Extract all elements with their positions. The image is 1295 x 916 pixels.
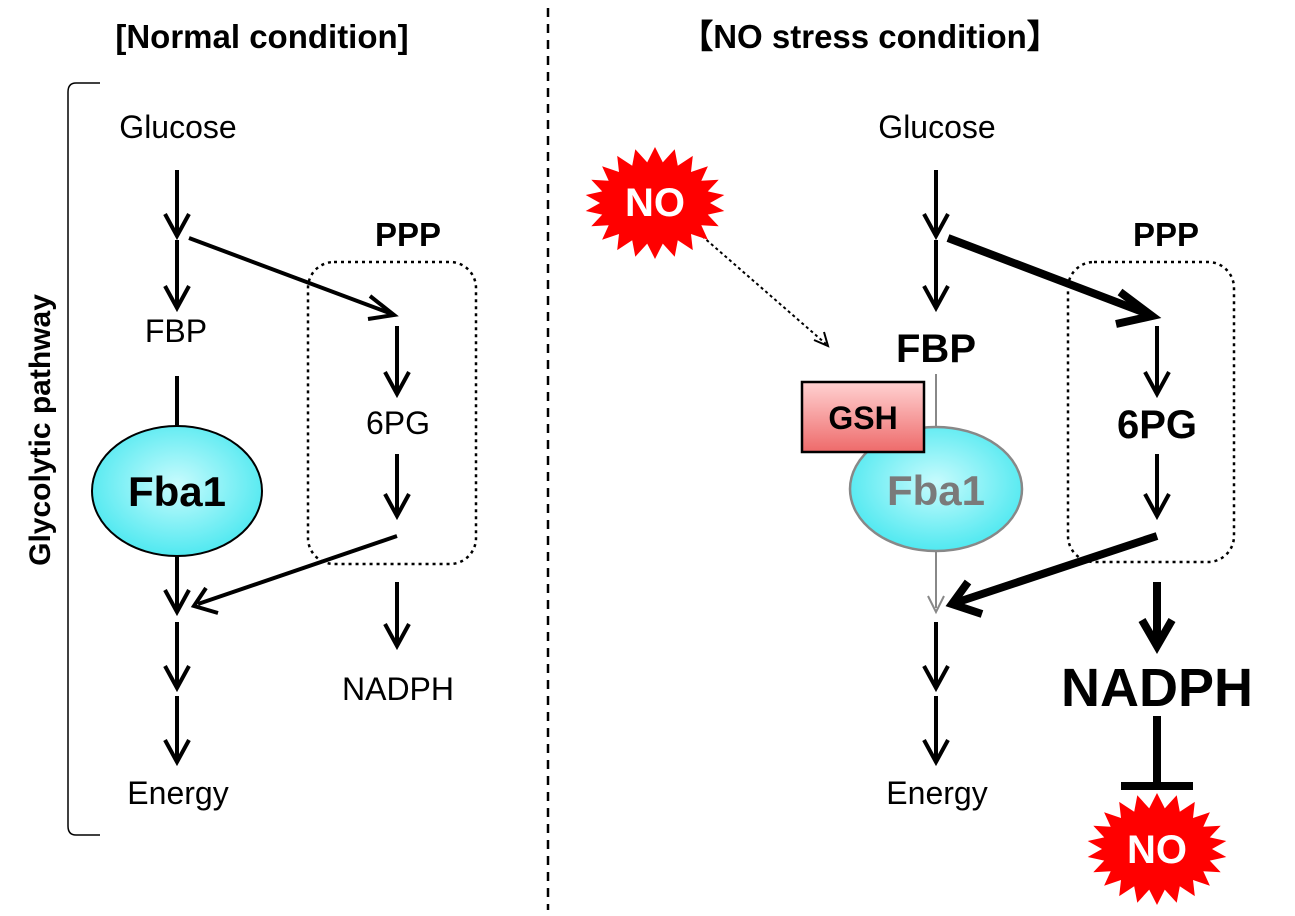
gsh-box <box>800 380 926 454</box>
left-fbp-label: FBP <box>145 313 207 349</box>
left-fba1-label: Fba1 <box>128 468 226 515</box>
right-arrows <box>922 170 1193 790</box>
left-title: [Normal condition] <box>115 18 408 55</box>
right-6pg-label: 6PG <box>1117 403 1197 447</box>
right-fbp-label: FBP <box>896 327 976 371</box>
left-ppp-label: PPP <box>375 216 441 253</box>
right-ppp-box <box>1066 260 1236 564</box>
right-fba1-ellipse <box>848 425 1024 553</box>
no-burst-bottom <box>1087 793 1227 905</box>
no-bottom-label: NO <box>1127 828 1187 872</box>
left-energy-label: Energy <box>127 775 228 811</box>
no-top-label: NO <box>625 181 685 225</box>
right-glucose-label: Glucose <box>878 109 995 145</box>
glycolytic-pathway-label: Glycolytic pathway <box>24 294 57 566</box>
left-6pg-label: 6PG <box>366 405 430 441</box>
no-burst-top <box>585 147 725 259</box>
left-fba1-ellipse <box>91 425 263 557</box>
left-ppp-box <box>306 260 478 566</box>
left-glucose-label: Glucose <box>119 109 236 145</box>
right-nadph-label: NADPH <box>1061 658 1253 718</box>
left-arrows <box>163 170 411 767</box>
no-effect-arrow <box>701 235 830 348</box>
glycolytic-bracket <box>67 82 100 836</box>
right-title: 【NO stress condition】 <box>680 18 1060 55</box>
right-energy-label: Energy <box>886 775 987 811</box>
gsh-label: GSH <box>828 400 897 436</box>
right-fba1-label: Fba1 <box>887 467 985 514</box>
inhibited-flux <box>927 374 945 615</box>
right-ppp-label: PPP <box>1133 216 1199 253</box>
left-nadph-label: NADPH <box>342 671 454 707</box>
